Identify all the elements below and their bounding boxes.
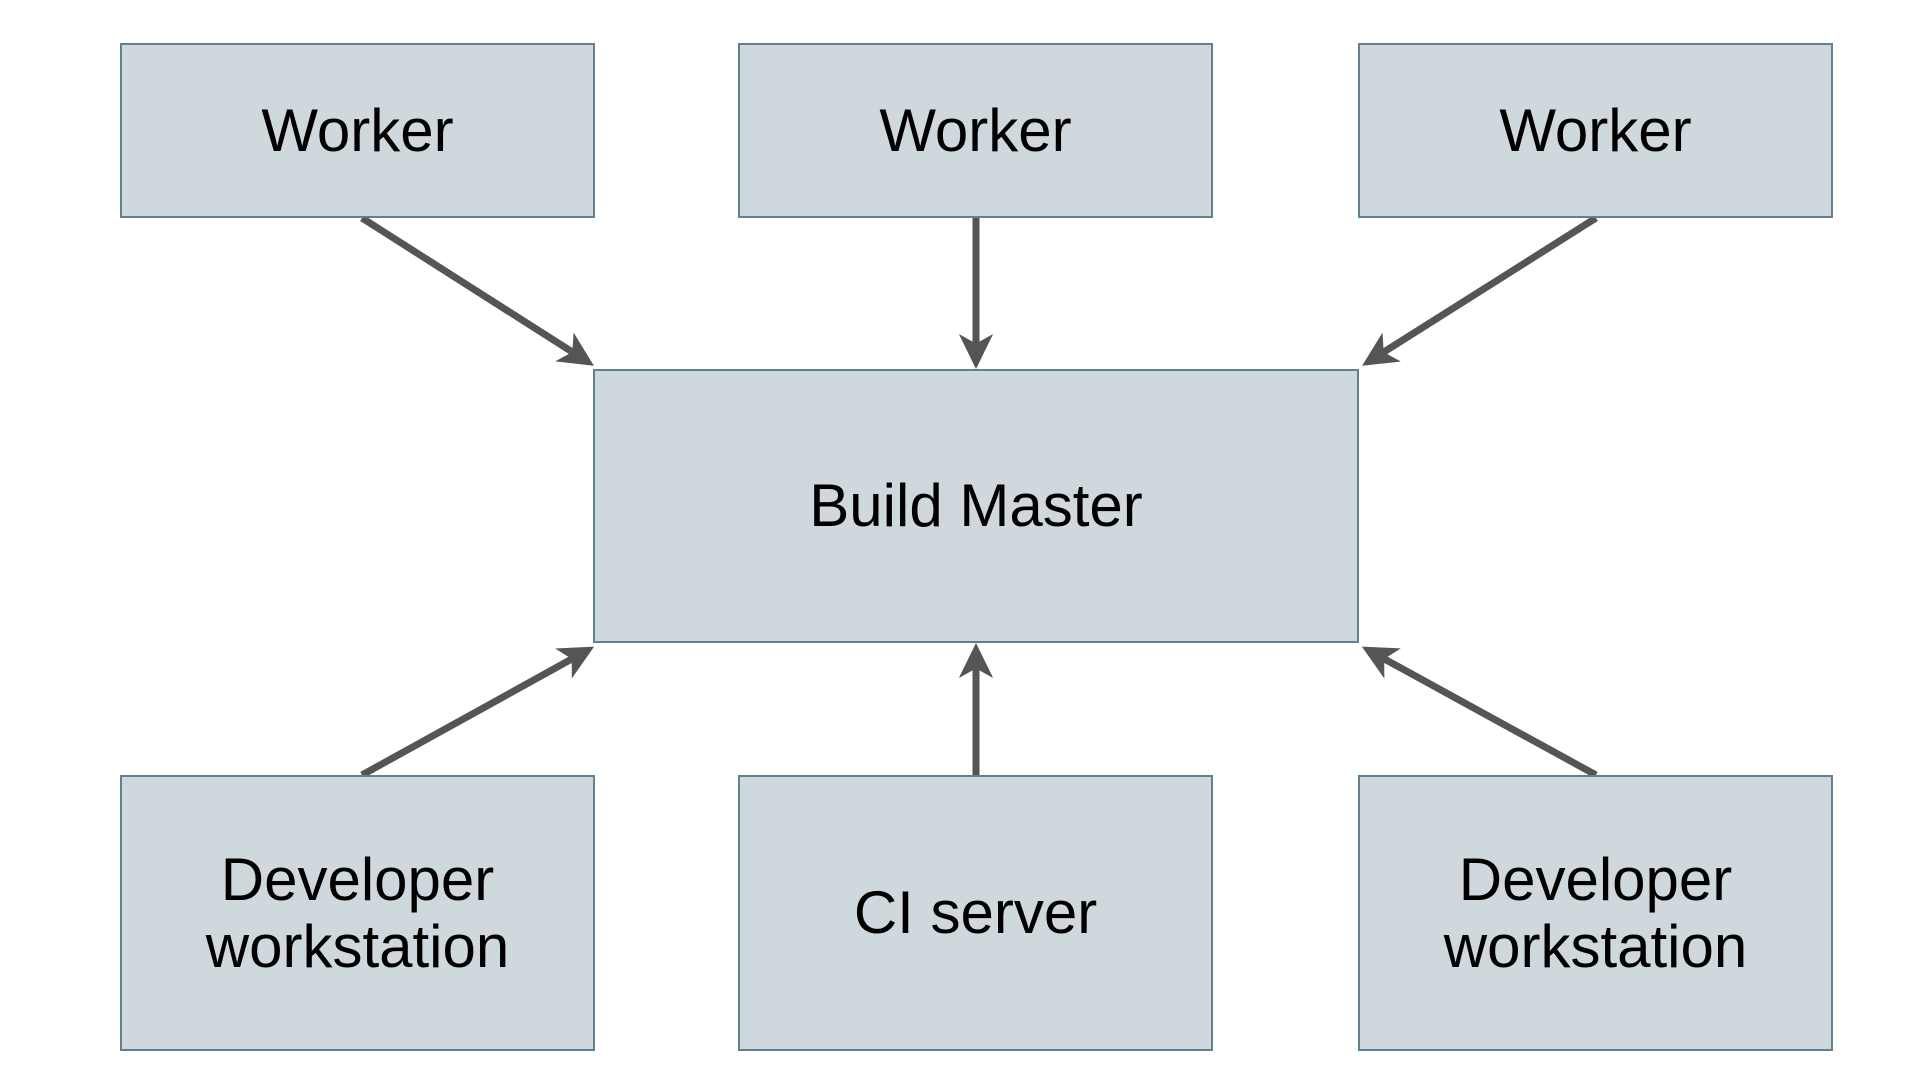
node-label-ci-server: CI server — [853, 879, 1098, 947]
edge-dev-ws-1-to-build-master — [360, 646, 595, 779]
node-build-master[interactable]: Build Master — [593, 369, 1359, 643]
node-label-developer-workstation-2: Developer workstation — [1443, 845, 1748, 980]
edge-worker-1-to-build-master — [360, 215, 594, 366]
node-worker-1[interactable]: Worker — [120, 43, 595, 218]
node-worker-3[interactable]: Worker — [1358, 43, 1833, 218]
node-label-worker-2: Worker — [879, 96, 1072, 164]
edge-dev-ws-2-to-build-master — [1361, 646, 1598, 779]
node-label-developer-workstation-1: Developer workstation — [205, 845, 510, 980]
node-developer-workstation-1[interactable]: Developer workstation — [120, 775, 595, 1051]
node-label-build-master: Build Master — [809, 472, 1143, 540]
node-worker-2[interactable]: Worker — [738, 43, 1213, 218]
node-developer-workstation-2[interactable]: Developer workstation — [1358, 775, 1833, 1051]
node-label-worker-3: Worker — [1499, 96, 1692, 164]
node-ci-server[interactable]: CI server — [738, 775, 1213, 1051]
node-label-worker-1: Worker — [261, 96, 454, 164]
edge-worker-3-to-build-master — [1362, 215, 1598, 366]
